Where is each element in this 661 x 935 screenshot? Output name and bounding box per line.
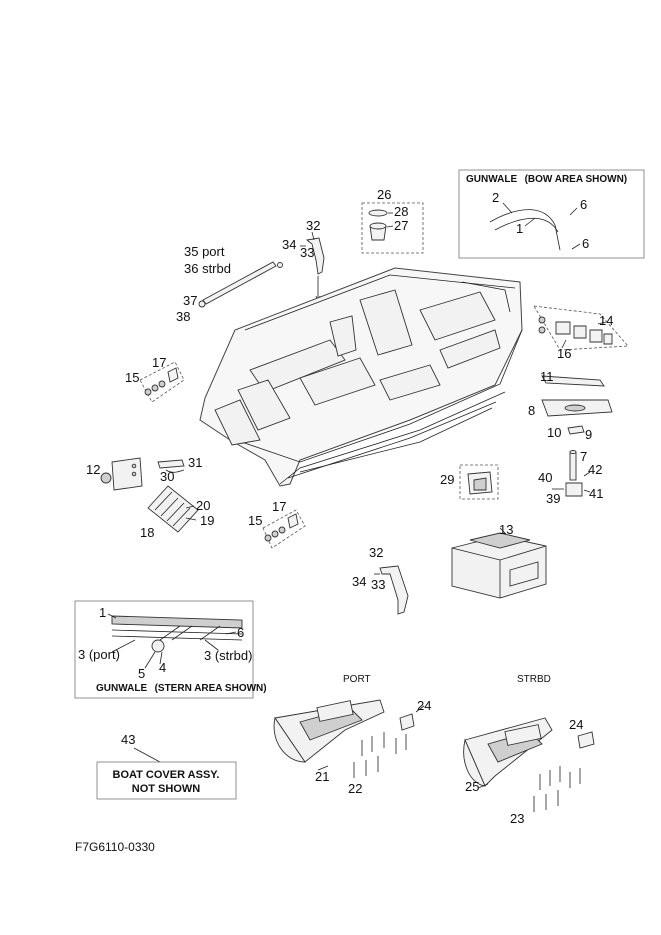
callout-21: 21 bbox=[315, 769, 329, 784]
grab-handle-32 bbox=[305, 237, 325, 275]
side-rail-group: 35 port 36 strbd 37 38 bbox=[176, 244, 283, 324]
step-18-group: 20 19 18 bbox=[140, 485, 214, 540]
note-box bbox=[96, 761, 237, 800]
bow-gunwale-inset: GUNWALE (BOW AREA SHOWN) 2 1 6 6 bbox=[458, 169, 645, 259]
callout-42: 42 bbox=[588, 462, 602, 477]
bow-gunwale-strip bbox=[489, 209, 561, 251]
callout-17-upper: 17 bbox=[152, 355, 166, 370]
strip-11 bbox=[541, 375, 605, 387]
callout-39: 39 bbox=[546, 491, 560, 506]
callout-37: 37 bbox=[183, 293, 197, 308]
latch-group-upper: 17 15 bbox=[125, 355, 185, 403]
cooler-bracket-group: 11 8 10 9 bbox=[528, 369, 613, 442]
bracket-29-group: 29 bbox=[440, 464, 499, 500]
callout-5: 5 bbox=[138, 666, 145, 681]
callout-38: 38 bbox=[176, 309, 190, 324]
step-18 bbox=[147, 485, 199, 533]
callout-9: 9 bbox=[585, 427, 592, 442]
callout-34-bottom: 34 bbox=[352, 574, 366, 589]
callout-8: 8 bbox=[528, 403, 535, 418]
port-trim-assembly: PORT 24 21 22 bbox=[273, 674, 431, 796]
helm-console bbox=[359, 289, 413, 356]
plate-12 bbox=[111, 457, 143, 491]
callout-13: 13 bbox=[499, 522, 513, 537]
callout-32-top: 32 bbox=[306, 218, 320, 233]
callout-33-bottom: 33 bbox=[371, 577, 385, 592]
grab-handle-bottom: 32 34 33 bbox=[352, 545, 409, 615]
callout-7: 7 bbox=[580, 449, 587, 464]
callout-17-lower: 17 bbox=[272, 499, 286, 514]
drawing-code: F7G6110-0330 bbox=[75, 840, 155, 854]
callout-25: 25 bbox=[465, 779, 479, 794]
stern-gunwale-strip bbox=[111, 615, 243, 629]
stern-inset-title: GUNWALE (STERN AREA SHOWN) bbox=[96, 678, 267, 695]
note-line-2: NOT SHOWN bbox=[132, 783, 200, 795]
callout-19: 19 bbox=[200, 513, 214, 528]
bow-inset-title: GUNWALE (BOW AREA SHOWN) bbox=[466, 169, 627, 186]
stern-fitting-4 bbox=[151, 639, 165, 653]
callout-24-strbd: 24 bbox=[569, 717, 583, 732]
seal-ring-28 bbox=[368, 209, 388, 217]
callout-30: 30 bbox=[160, 469, 174, 484]
plate-12-group: 12 31 30 bbox=[86, 455, 202, 491]
callout-15-lower: 15 bbox=[248, 513, 262, 528]
callout-26: 26 bbox=[377, 187, 391, 202]
callout-10: 10 bbox=[547, 425, 561, 440]
label-strbd: STRBD bbox=[517, 674, 551, 685]
callout-3-port: 3 (port) bbox=[78, 647, 120, 662]
callout-29: 29 bbox=[440, 472, 454, 487]
callout-6-upper: 6 bbox=[580, 197, 587, 212]
post-group: 7 40 42 39 41 bbox=[538, 449, 603, 506]
callout-2: 2 bbox=[492, 190, 499, 205]
callout-35: 35 port bbox=[184, 244, 225, 259]
note-line-1: BOAT COVER ASSY. bbox=[113, 769, 220, 781]
drain-plug-group: 26 28 27 bbox=[361, 187, 424, 254]
cooler-13: 13 bbox=[451, 522, 547, 599]
callout-31: 31 bbox=[188, 455, 202, 470]
callout-14: 14 bbox=[599, 313, 613, 328]
bow-inset-frame bbox=[458, 169, 645, 259]
callout-28: 28 bbox=[394, 204, 408, 219]
bushing-24-strbd bbox=[577, 731, 595, 749]
callout-6-stern: 6 bbox=[237, 625, 244, 640]
note-43: 43 BOAT COVER ASSY. NOT SHOWN bbox=[96, 732, 237, 800]
callout-4: 4 bbox=[159, 660, 166, 675]
callout-24-port: 24 bbox=[417, 698, 431, 713]
callout-1-stern: 1 bbox=[99, 605, 106, 620]
latch-group-lower: 17 15 bbox=[248, 499, 306, 549]
label-port: PORT bbox=[343, 674, 371, 685]
post-7 bbox=[569, 451, 577, 481]
callout-3-strbd: 3 (strbd) bbox=[204, 648, 252, 663]
grab-handle-top: 32 34 33 bbox=[282, 218, 325, 304]
callout-34-top: 34 bbox=[282, 237, 296, 252]
callout-32-bottom: 32 bbox=[369, 545, 383, 560]
bushing-24 bbox=[399, 713, 415, 731]
boat-hull bbox=[199, 267, 523, 487]
callout-6-lower: 6 bbox=[582, 236, 589, 251]
callout-23: 23 bbox=[510, 811, 524, 826]
callout-1: 1 bbox=[516, 221, 523, 236]
stern-gunwale-inset: 1 6 3 (port) 3 (strbd) 5 4 GUNWALE (STER… bbox=[74, 600, 267, 699]
callout-43: 43 bbox=[121, 732, 135, 747]
callout-20: 20 bbox=[196, 498, 210, 513]
callout-11: 11 bbox=[540, 369, 554, 384]
callout-18: 18 bbox=[140, 525, 154, 540]
callout-33-top: 33 bbox=[300, 245, 314, 260]
callout-36: 36 strbd bbox=[184, 261, 231, 276]
callout-22: 22 bbox=[348, 781, 362, 796]
callout-27: 27 bbox=[394, 218, 408, 233]
strbd-trim-assembly: STRBD 24 25 23 bbox=[463, 674, 595, 826]
cleat-group: 14 16 bbox=[533, 305, 629, 361]
callout-12: 12 bbox=[86, 462, 100, 477]
callout-16: 16 bbox=[557, 346, 571, 361]
callout-15-upper: 15 bbox=[125, 370, 139, 385]
callout-41: 41 bbox=[589, 486, 603, 501]
grab-handle-32-lower bbox=[379, 565, 409, 615]
callout-40: 40 bbox=[538, 470, 552, 485]
